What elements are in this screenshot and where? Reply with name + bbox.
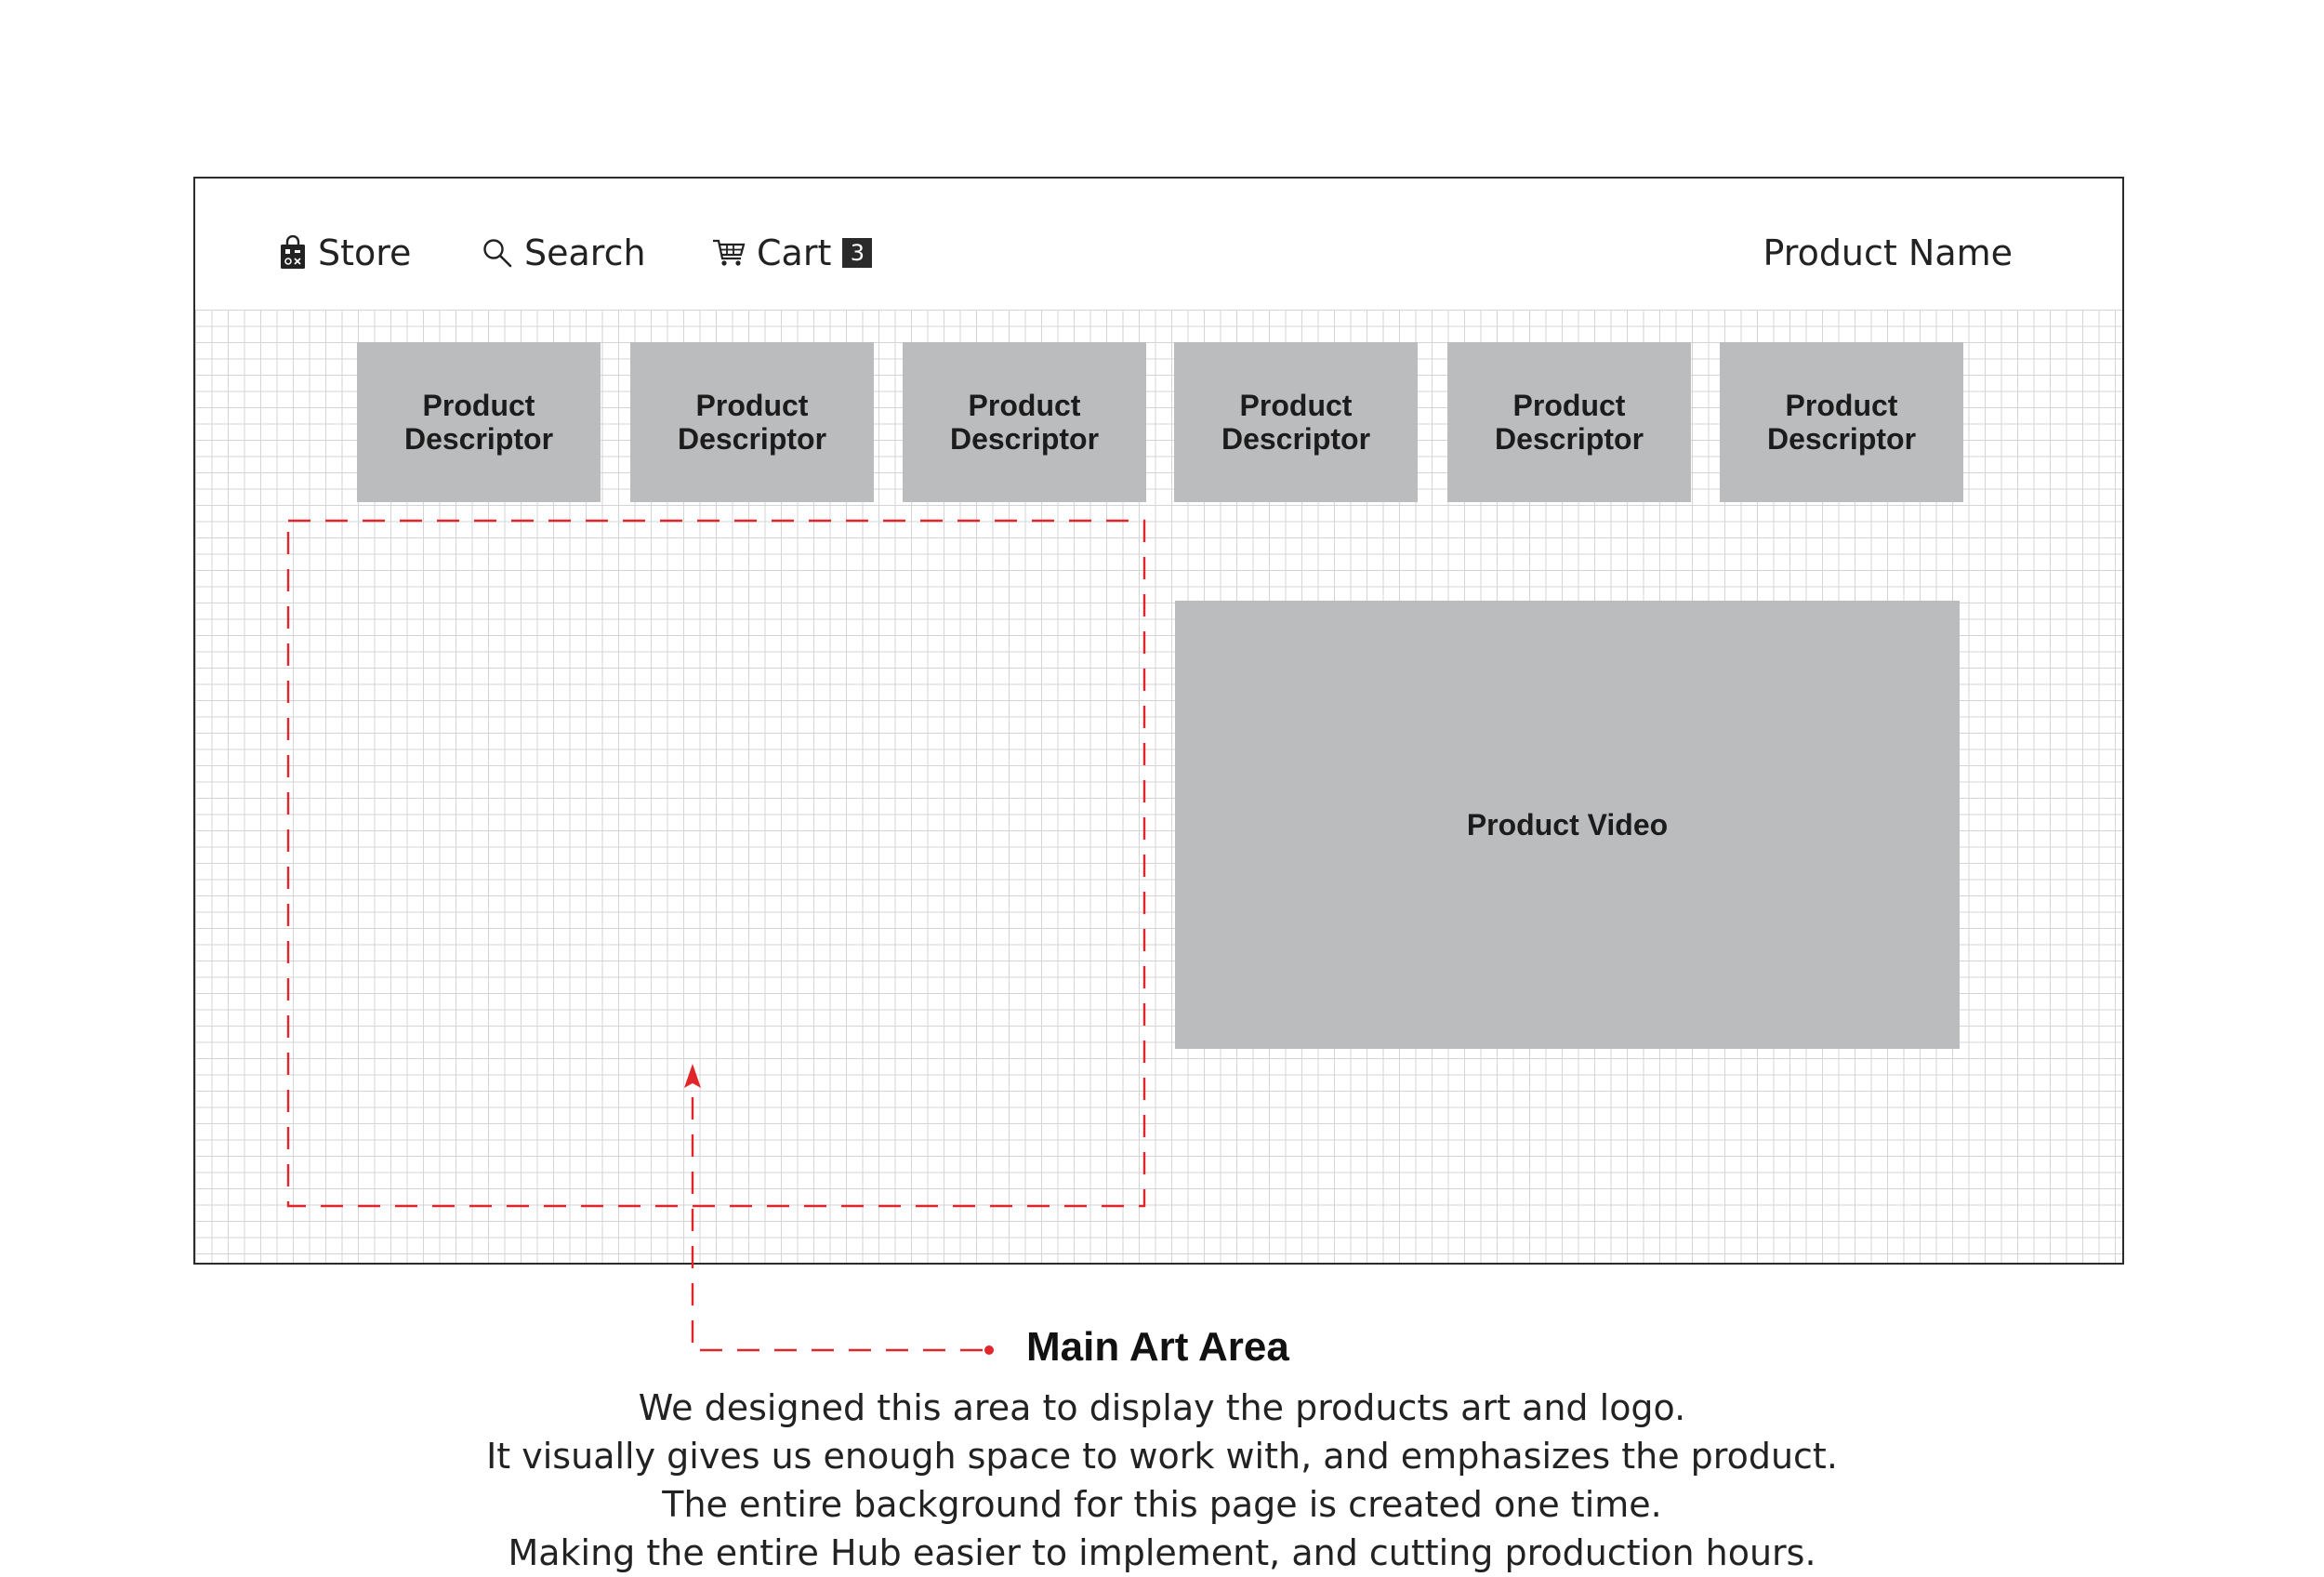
product-descriptor-tile[interactable]: Product Descriptor: [630, 342, 874, 502]
nav-search-label: Search: [524, 232, 646, 273]
product-descriptor-tile[interactable]: Product Descriptor: [1174, 342, 1418, 502]
cart-count-badge: 3: [842, 238, 873, 268]
product-descriptor-tile[interactable]: Product Descriptor: [357, 342, 601, 502]
product-descriptor-tile[interactable]: Product Descriptor: [1447, 342, 1691, 502]
nav-search[interactable]: Search: [482, 231, 646, 275]
product-descriptor-tile[interactable]: Product Descriptor: [903, 342, 1146, 502]
shopping-bag-icon: [279, 235, 307, 271]
nav-store[interactable]: Store: [279, 231, 411, 275]
magnifier-icon: [482, 237, 513, 269]
hub-screen-mockup: Store Search Cart 3 Product Name: [193, 177, 2124, 1265]
description-line: Making the entire Hub easier to implemen…: [508, 1532, 1816, 1573]
main-art-area-description: We designed this area to display the pro…: [0, 1384, 2324, 1577]
description-line: The entire background for this page is c…: [662, 1484, 1662, 1525]
product-video[interactable]: Product Video: [1175, 601, 1960, 1049]
nav-store-label: Store: [318, 232, 412, 273]
nav-cart-label: Cart: [757, 232, 832, 273]
callout-dot: [984, 1345, 994, 1355]
description-line: We designed this area to display the pro…: [638, 1387, 1686, 1428]
main-art-area-title: Main Art Area: [1026, 1324, 1289, 1370]
description-line: It visually gives us enough space to wor…: [486, 1436, 1838, 1477]
product-name: Product Name: [1763, 232, 2013, 273]
cart-icon: [712, 238, 746, 268]
product-descriptor-tile[interactable]: Product Descriptor: [1720, 342, 1963, 502]
nav-cart[interactable]: Cart 3: [712, 231, 873, 275]
